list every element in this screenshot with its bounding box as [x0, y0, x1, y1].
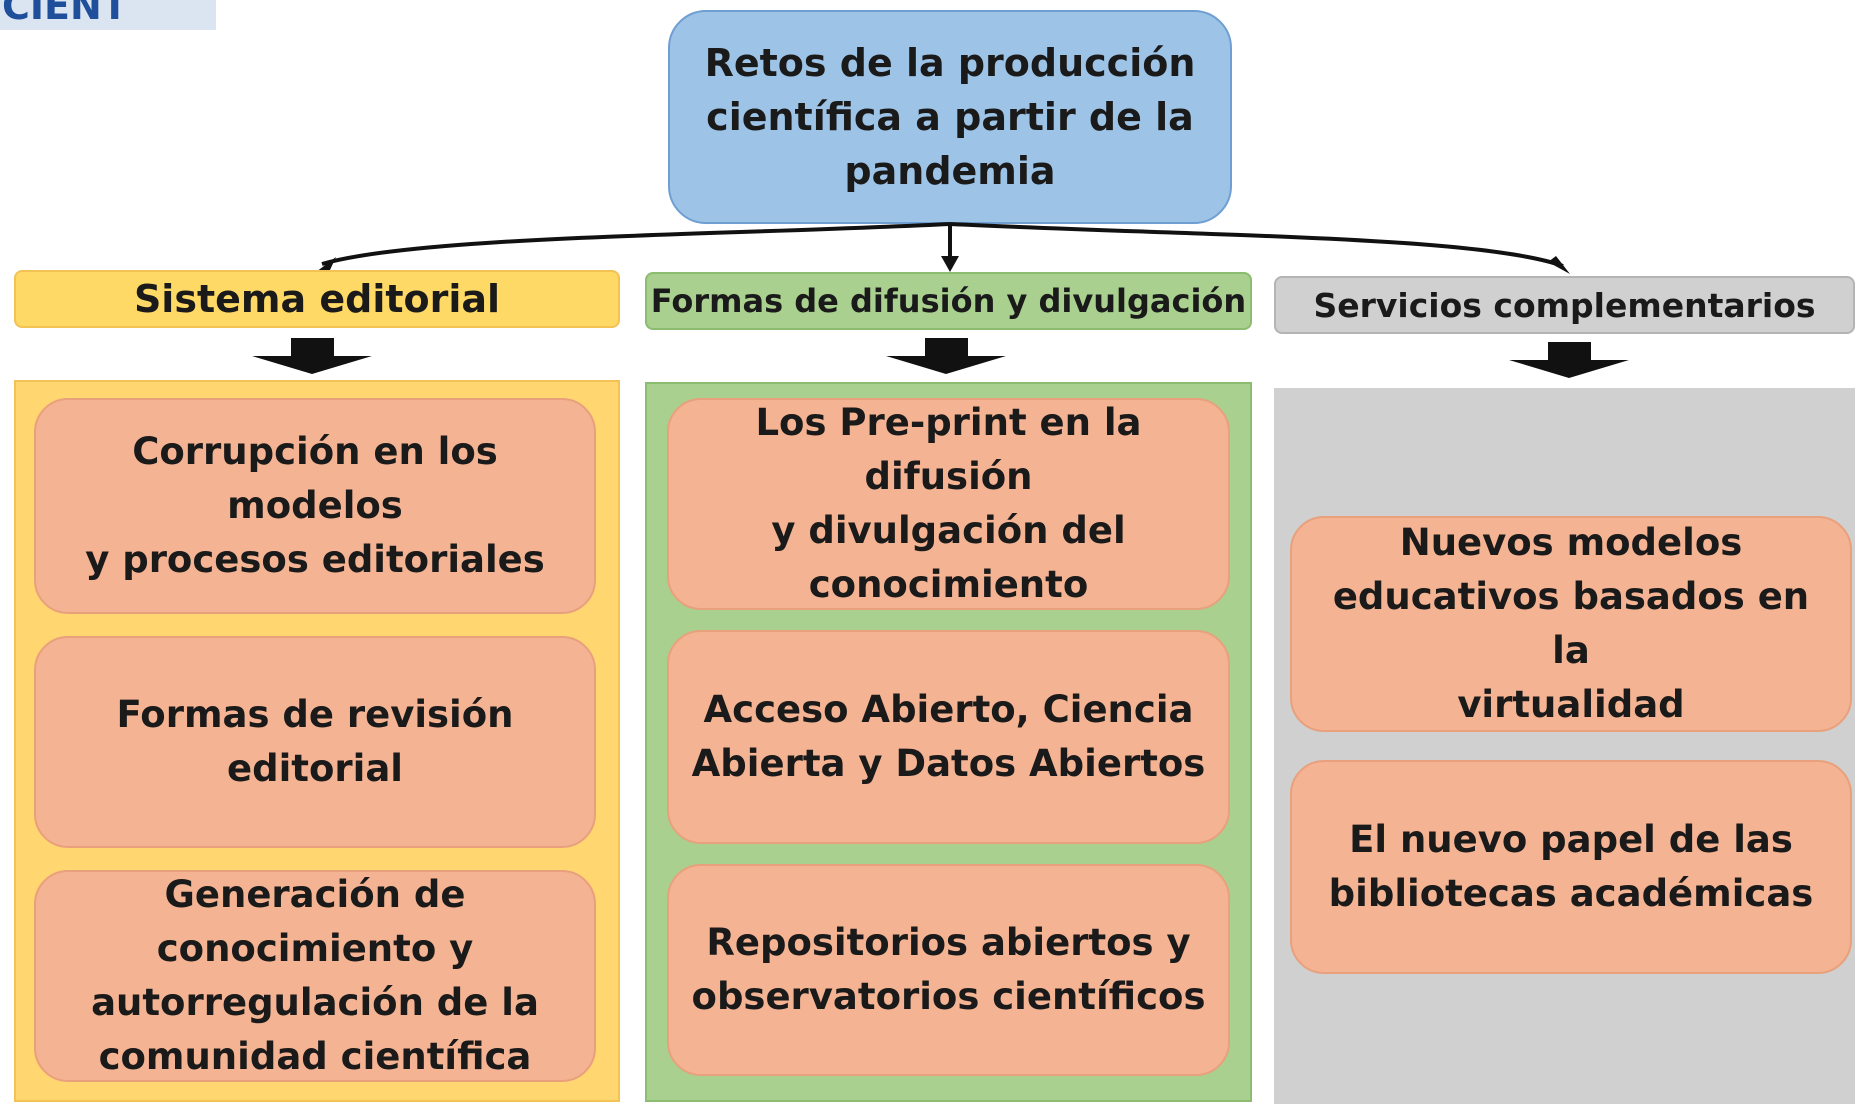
- item-acceso-abierto: Acceso Abierto, Ciencia Abierta y Datos …: [667, 630, 1230, 844]
- item-bibliotecas: El nuevo papel de las bibliotecas académ…: [1290, 760, 1852, 974]
- panel-servicios-complementarios: [1274, 388, 1855, 1104]
- logo-fragment: CIENT: [0, 0, 216, 30]
- header-sistema-editorial: Sistema editorial: [14, 270, 620, 328]
- header-servicios-complementarios: Servicios complementarios: [1274, 276, 1855, 334]
- item-preprint: Los Pre-print en la difusión y divulgaci…: [667, 398, 1230, 610]
- root-node: Retos de la producción científica a part…: [668, 10, 1232, 224]
- item-formas-revision: Formas de revisión editorial: [34, 636, 596, 848]
- arrowhead-center: [941, 256, 959, 272]
- header-formas-difusion: Formas de difusión y divulgación: [645, 272, 1252, 330]
- item-nuevos-modelos: Nuevos modelos educativos basados en la …: [1290, 516, 1852, 732]
- item-corrupcion: Corrupción en los modelos y procesos edi…: [34, 398, 596, 614]
- down-arrow-difusion: [886, 338, 1006, 374]
- connector-right: [949, 222, 1564, 268]
- item-repositorios: Repositorios abiertos y observatorios ci…: [667, 864, 1230, 1076]
- item-generacion-conocimiento: Generación de conocimiento y autorregula…: [34, 870, 596, 1082]
- arrowhead-right: [1548, 256, 1570, 274]
- connector-left: [321, 222, 951, 266]
- down-arrow-editorial: [252, 338, 372, 374]
- down-arrow-servicios: [1509, 342, 1629, 378]
